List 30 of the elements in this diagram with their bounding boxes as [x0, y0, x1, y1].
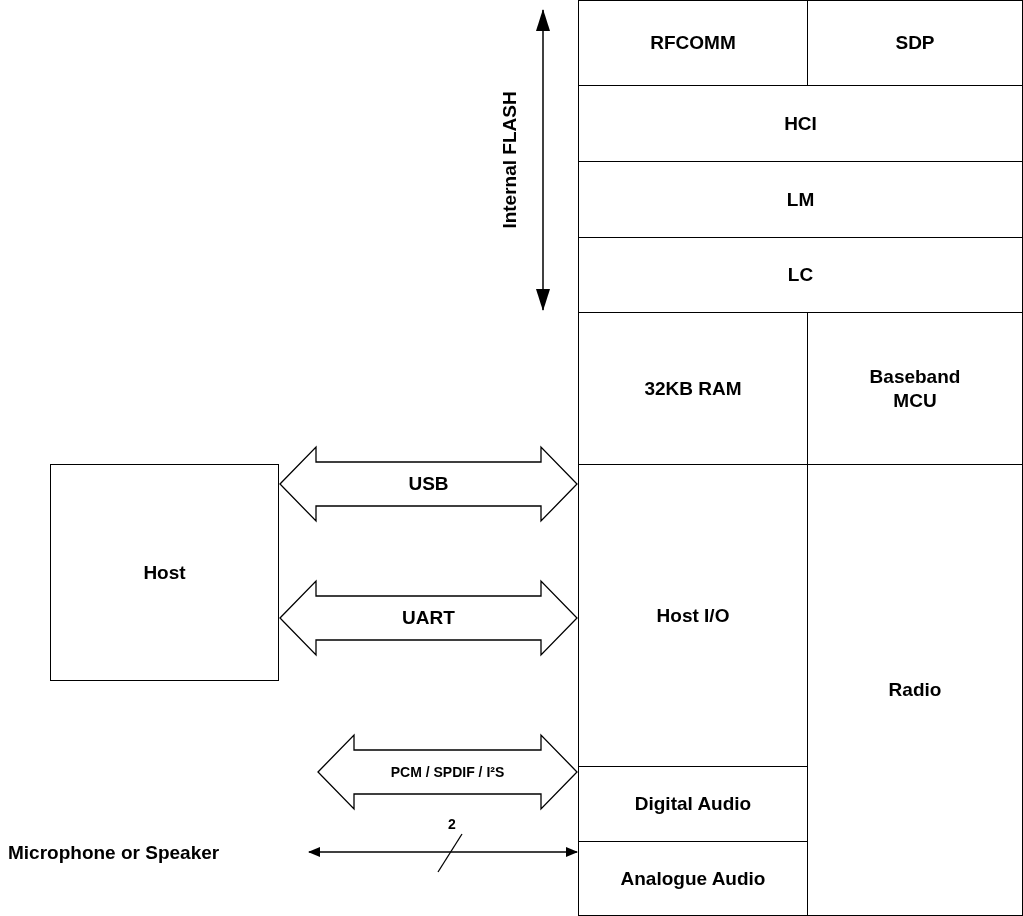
block-label: Baseband MCU: [868, 364, 962, 413]
block-label: HCI: [784, 111, 817, 136]
layer-box: [578, 85, 1023, 162]
block-label: SDP: [895, 31, 935, 55]
edge-label: PCM / SPDIF / I²S: [390, 764, 505, 780]
block-label: Host: [143, 560, 186, 585]
radio-box: [807, 464, 1023, 916]
double-block-arrow: [279, 445, 578, 523]
device-label: Microphone or Speaker: [8, 841, 220, 865]
block-label: Radio: [888, 678, 942, 702]
layer-box: [578, 161, 1023, 238]
double-block-arrow: [279, 579, 578, 657]
block-label: Host I/O: [656, 603, 730, 628]
double-block-arrow: [317, 733, 578, 811]
interface-box: [578, 841, 808, 916]
layer-box: [578, 237, 1023, 313]
layer-box: [578, 0, 808, 86]
block-label: LM: [786, 187, 815, 212]
block-label: Digital Audio: [634, 792, 752, 816]
block-label: 32KB RAM: [644, 376, 742, 401]
block-label: Analogue Audio: [620, 866, 766, 891]
edge-label: USB: [408, 473, 449, 495]
edge-label: UART: [402, 607, 455, 629]
block-label: RFCOMM: [650, 31, 736, 55]
dimension-label: Internal FLASH: [499, 91, 521, 229]
block-label: LC: [787, 263, 814, 287]
host-box: [50, 464, 279, 681]
double-arrow: [308, 847, 578, 857]
layer-box: [807, 0, 1023, 86]
edge-label: 2: [448, 816, 456, 832]
